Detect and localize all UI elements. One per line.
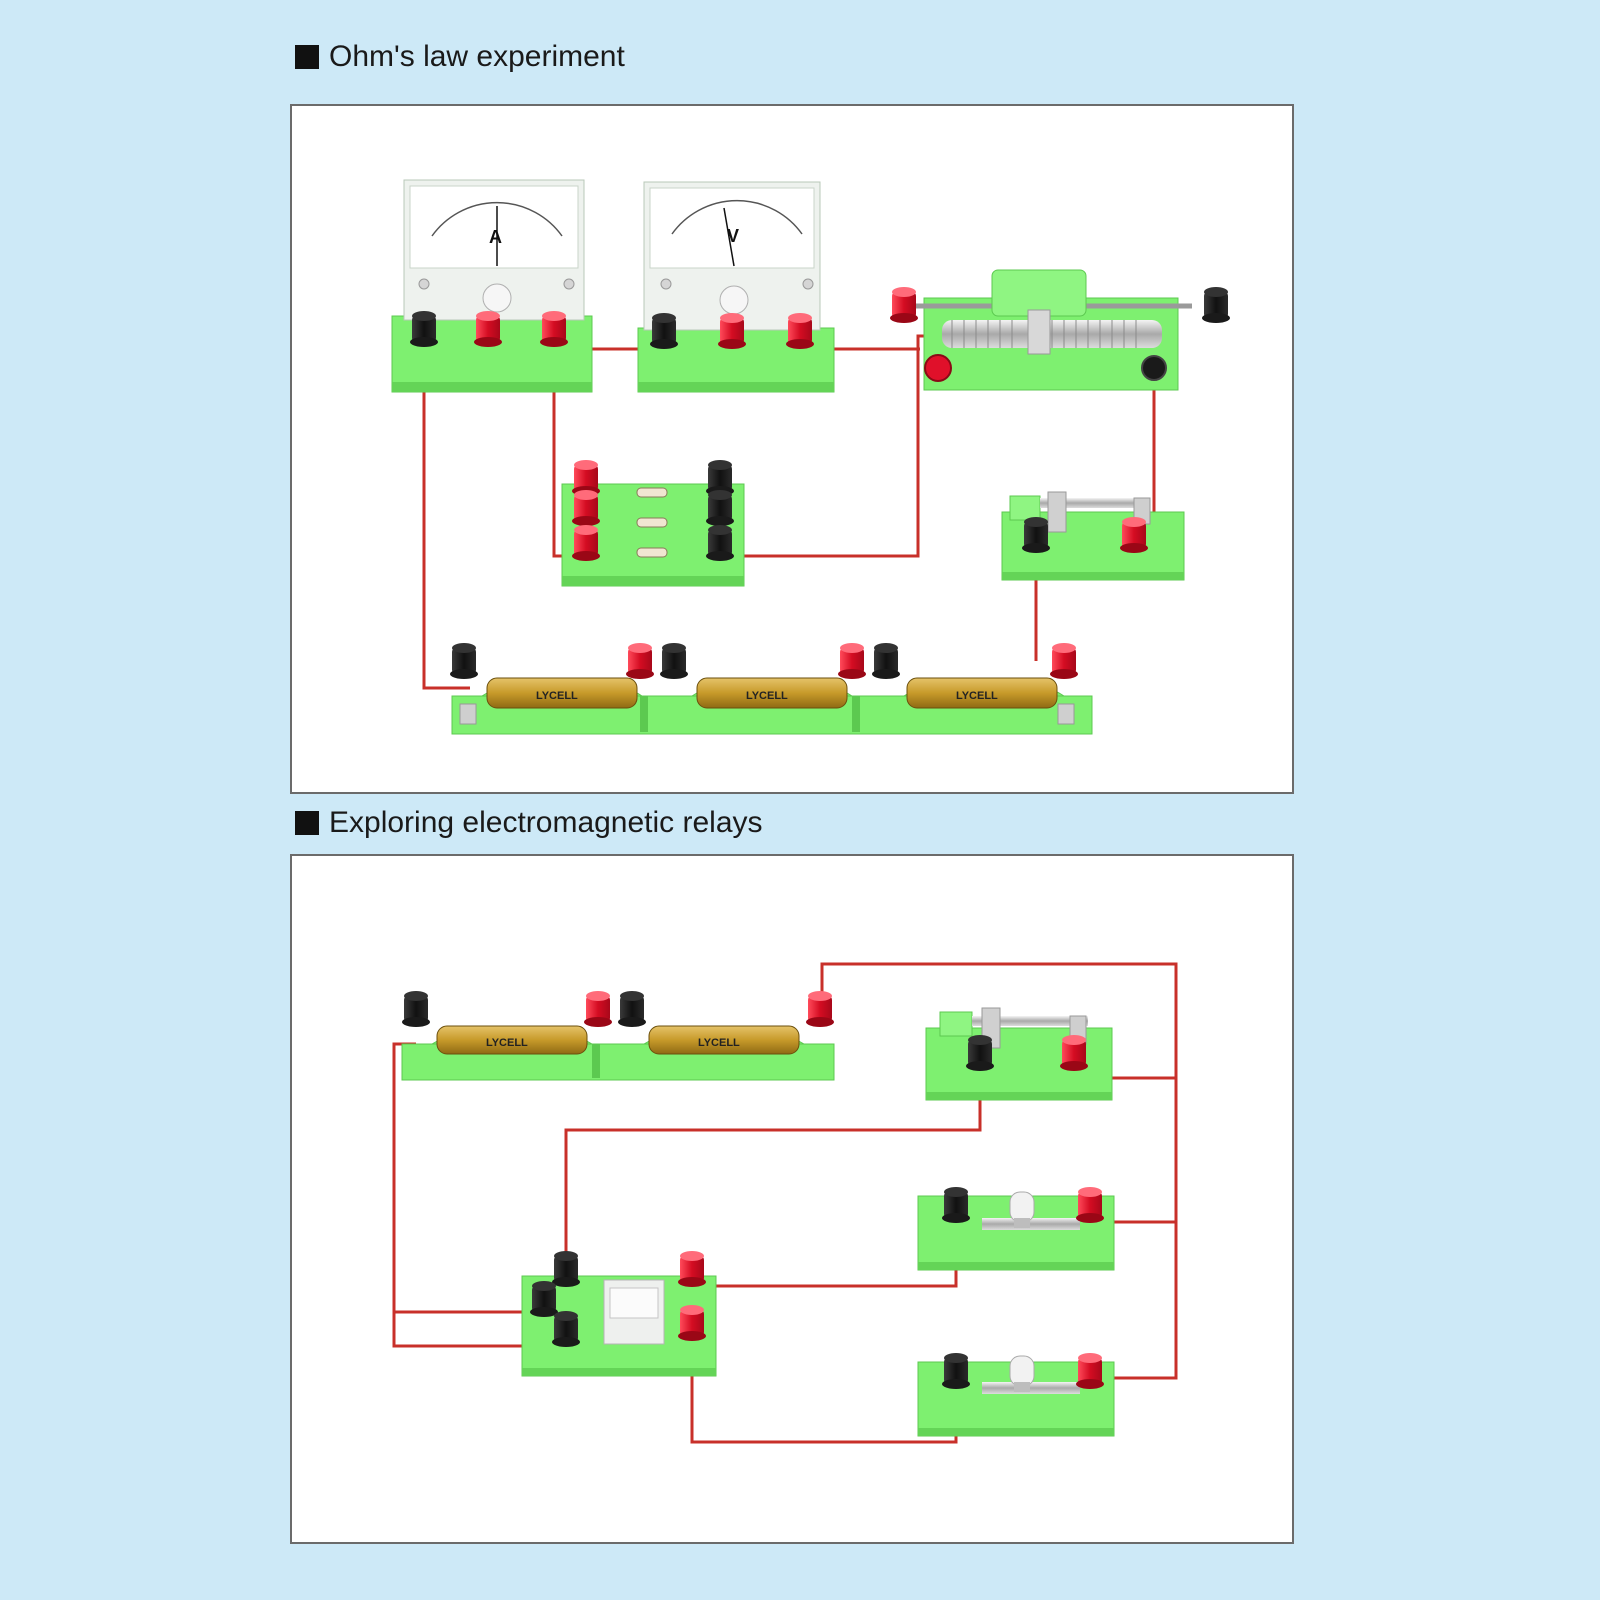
ammeter: A — [391, 179, 593, 393]
battery-label-1: LYCELL — [536, 690, 578, 702]
voltmeter-terminal-red-1 — [718, 313, 746, 349]
battery-terminal-red-2 — [838, 643, 866, 679]
lamp-board-2 — [917, 1353, 1115, 1437]
relay-terminal-red-1 — [678, 1251, 706, 1287]
lamp1-terminal-black — [942, 1187, 970, 1223]
battery2-terminal-black-2 — [618, 991, 646, 1027]
switch-terminal-red — [1120, 517, 1148, 553]
voltmeter-symbol: V — [727, 226, 739, 246]
bullet-square-icon — [295, 811, 319, 835]
battery-label-2: LYCELL — [746, 690, 788, 702]
switch2-terminal-black — [966, 1035, 994, 1071]
resistor-terminal-black-2 — [706, 490, 734, 526]
lamp-board-1 — [917, 1187, 1115, 1271]
section-title-relays: Exploring electromagnetic relays — [295, 806, 763, 840]
relay-terminal-black-3 — [552, 1311, 580, 1347]
relay-circuit-diagram: LYCELL LYCELL — [392, 962, 1178, 1444]
battery-label-b: LYCELL — [698, 1037, 740, 1049]
knife-switch-2 — [925, 1007, 1113, 1101]
battery-terminal-black-1 — [450, 643, 478, 679]
battery-terminal-black-3 — [872, 643, 900, 679]
ammeter-symbol: A — [489, 227, 502, 247]
battery-terminal-red-1 — [626, 643, 654, 679]
rheostat-terminal-red-top — [890, 287, 918, 323]
voltmeter-terminal-red-2 — [786, 313, 814, 349]
battery-label-a: LYCELL — [486, 1037, 528, 1049]
battery-terminal-black-2 — [660, 643, 688, 679]
voltmeter-terminal-black — [650, 313, 678, 349]
lamp1-terminal-red — [1076, 1187, 1104, 1223]
lamp2-terminal-red — [1076, 1353, 1104, 1389]
section-title-relays-text: Exploring electromagnetic relays — [329, 806, 763, 839]
switch2-terminal-red — [1060, 1035, 1088, 1071]
resistor-board — [561, 460, 745, 587]
battery-holders: LYCELL LYCELL LYCELL — [450, 643, 1093, 735]
relay-board — [521, 1251, 717, 1377]
panel-relays: LYCELL LYCELL — [290, 854, 1294, 1544]
voltmeter: V — [637, 181, 835, 393]
resistor-terminal-black-3 — [706, 525, 734, 561]
battery2-terminal-black-1 — [402, 991, 430, 1027]
resistor-terminal-red-2 — [572, 490, 600, 526]
panel-ohms-law: A V — [290, 104, 1294, 794]
sliding-rheostat — [890, 269, 1230, 391]
battery-terminal-red-3 — [1050, 643, 1078, 679]
resistor-terminal-red-3 — [572, 525, 600, 561]
relay-terminal-black-2 — [530, 1281, 558, 1317]
battery2-terminal-red-2 — [806, 991, 834, 1027]
battery-label-3: LYCELL — [956, 690, 998, 702]
ammeter-terminal-red-1 — [474, 311, 502, 347]
section-title-ohms-law: Ohm's law experiment — [295, 40, 625, 74]
battery-holders-2: LYCELL LYCELL — [401, 991, 835, 1081]
bullet-square-icon — [295, 45, 319, 69]
battery2-terminal-red-1 — [584, 991, 612, 1027]
relay-terminal-black-1 — [552, 1251, 580, 1287]
section-title-ohms-law-text: Ohm's law experiment — [329, 40, 625, 73]
ammeter-terminal-black — [410, 311, 438, 347]
rheostat-terminal-black-top — [1202, 287, 1230, 323]
switch-terminal-black — [1022, 517, 1050, 553]
ohms-law-circuit-diagram: A V — [391, 179, 1230, 735]
lamp2-terminal-black — [942, 1353, 970, 1389]
ammeter-terminal-red-2 — [540, 311, 568, 347]
relay-terminal-red-2 — [678, 1305, 706, 1341]
knife-switch — [1001, 491, 1185, 581]
